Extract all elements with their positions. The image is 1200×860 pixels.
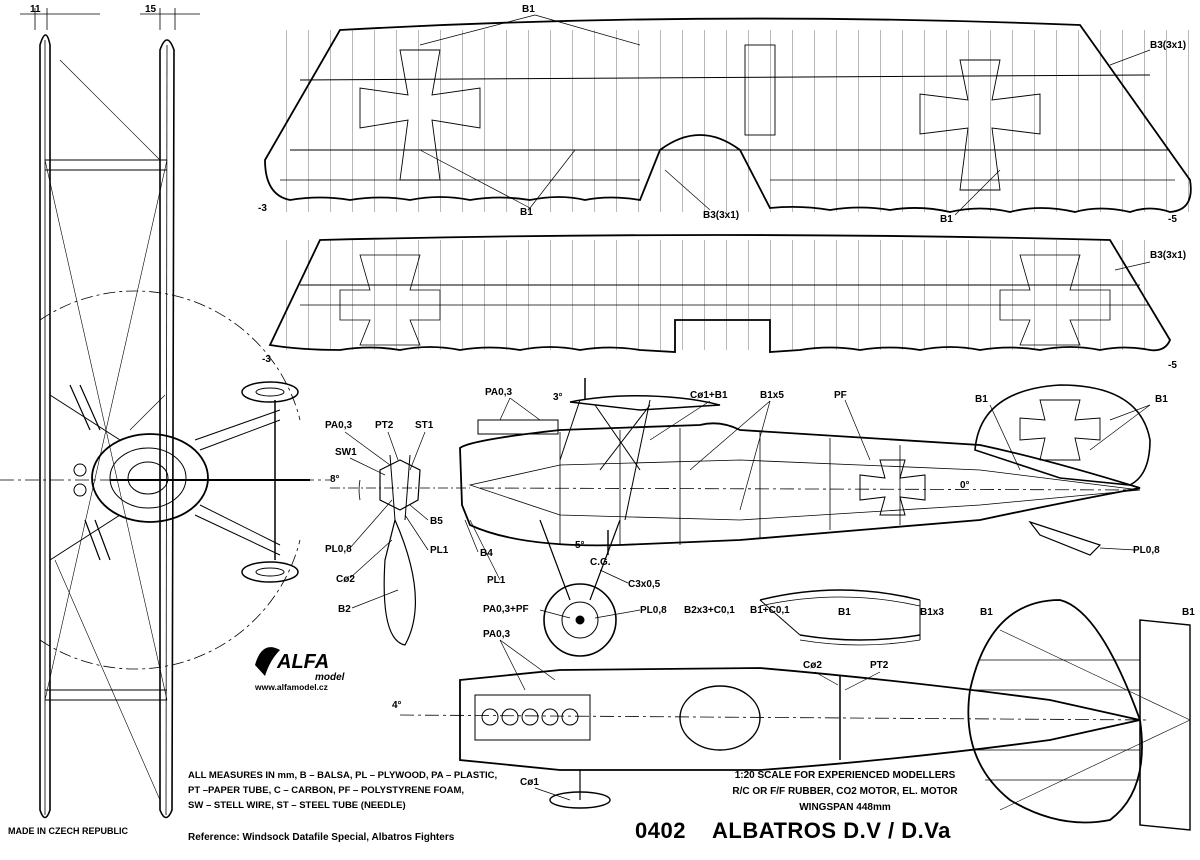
lw-angle-left: -3 xyxy=(262,354,271,365)
side-label-b1x5: B1x5 xyxy=(760,390,784,401)
side-label-b1b: B1 xyxy=(1155,394,1168,405)
strut-detail xyxy=(759,589,921,646)
plan-number: 0402 xyxy=(635,818,686,843)
uw-label-b3-center: B3(3x1) xyxy=(703,210,739,221)
nose-label-pl1: PL1 xyxy=(430,545,449,556)
uw-angle-right: -5 xyxy=(1168,214,1177,225)
front-view xyxy=(0,8,330,819)
legend-line-1: ALL MEASURES IN mm, B – BALSA, PL – PLYW… xyxy=(188,770,498,781)
side-label-pl08-wheel: PL0,8 xyxy=(640,605,667,616)
top-label-pt2: PT2 xyxy=(870,660,889,671)
side-view-labels: PA0,3 3° Cø1+B1 B1x5 PF B1 B1 0° 5° C.G.… xyxy=(480,387,1168,616)
legend-block: ALL MEASURES IN mm, B – BALSA, PL – PLYW… xyxy=(188,768,497,813)
spec-line-1: 1:20 SCALE FOR EXPERIENCED MODELLERS xyxy=(734,770,956,781)
top-label-c1: Cø1 xyxy=(520,777,539,788)
logo-url: www.alfamodel.cz xyxy=(254,682,328,692)
uw-label-b1-left: B1 xyxy=(520,207,533,218)
side-label-c1b1: Cø1+B1 xyxy=(690,390,728,401)
upper-wing xyxy=(264,17,1192,213)
lw-label-b3: B3(3x1) xyxy=(1150,250,1186,261)
nose-label-pl08: PL0,8 xyxy=(325,544,352,555)
side-label-pl08-tail: PL0,8 xyxy=(1133,545,1160,556)
side-label-5deg: 5° xyxy=(575,540,585,551)
nose-label-sw1: SW1 xyxy=(335,447,357,458)
alfa-logo: ALFA model www.alfamodel.cz xyxy=(254,647,345,692)
dim-left: 11 xyxy=(30,4,41,15)
nose-label-st1: ST1 xyxy=(415,420,434,431)
top-view-labels: PA0,3 Cø2 PT2 Cø1 4° xyxy=(392,629,889,788)
made-in-label: MADE IN CZECH REPUBLIC xyxy=(8,826,129,836)
strut-labels: B2x3+C0,1 B1+C0,1 B1 B1x3 xyxy=(684,605,944,618)
nose-label-pt2: PT2 xyxy=(375,420,394,431)
lw-angle-right: -5 xyxy=(1168,360,1177,371)
nose-label-c2: Cø2 xyxy=(336,574,355,585)
tailplane xyxy=(967,599,1191,831)
top-angle: 4° xyxy=(392,700,402,711)
tailplane-labels: B1 B1 xyxy=(980,607,1195,618)
tail-label-b1-left: B1 xyxy=(980,607,993,618)
side-label-c3x05: C3x0,5 xyxy=(628,579,661,590)
side-label-pa03pf: PA0,3+PF xyxy=(483,604,529,615)
logo-name: ALFA xyxy=(276,651,329,673)
uw-label-b1-top: B1 xyxy=(522,4,535,15)
side-label-pl1: PL1 xyxy=(487,575,506,586)
spec-line-3: WINGSPAN 448mm xyxy=(799,802,891,813)
uw-label-b1-right: B1 xyxy=(940,214,953,225)
plan-title: ALBATROS D.V / D.Va xyxy=(712,818,951,843)
strut-label-b1c01: B1+C0,1 xyxy=(750,605,790,616)
dim-right: 15 xyxy=(145,4,157,15)
side-label-0deg: 0° xyxy=(960,480,970,491)
nose-label-b2: B2 xyxy=(338,604,351,615)
top-label-pa03: PA0,3 xyxy=(483,629,510,640)
strut-label-b2x3: B2x3+C0,1 xyxy=(684,605,735,616)
uw-label-b3-right: B3(3x1) xyxy=(1150,40,1186,51)
nose-angle: 8° xyxy=(330,474,340,485)
lower-wing xyxy=(268,234,1172,353)
strut-label-b1: B1 xyxy=(838,607,851,618)
nose-labels: PA0,3 PT2 ST1 SW1 PL0,8 B5 PL1 Cø2 B2 8° xyxy=(325,420,449,615)
tail-label-b1-right: B1 xyxy=(1182,607,1195,618)
reference-text: Reference: Windsock Datafile Special, Al… xyxy=(188,832,455,843)
side-label-b1a: B1 xyxy=(975,394,988,405)
nose-label-b5: B5 xyxy=(430,516,443,527)
side-label-pa03: PA0,3 xyxy=(485,387,512,398)
strut-label-b1x3: B1x3 xyxy=(920,607,944,618)
spec-line-2: R/C OR F/F RUBBER, CO2 MOTOR, EL. MOTOR xyxy=(732,786,958,797)
legend-line-2: PT –PAPER TUBE, C – CARBON, PF – POLYSTY… xyxy=(188,785,465,796)
side-view xyxy=(459,378,1151,657)
logo-sub: model xyxy=(315,672,345,683)
legend-line-3: SW – STELL WIRE, ST – STEEL TUBE (NEEDLE… xyxy=(188,800,406,811)
side-label-3deg: 3° xyxy=(553,392,563,403)
spec-block: 1:20 SCALE FOR EXPERIENCED MODELLERS R/C… xyxy=(700,768,990,816)
top-label-c2: Cø2 xyxy=(803,660,822,671)
side-label-cg: C.G. xyxy=(590,557,611,568)
side-label-pf: PF xyxy=(834,390,847,401)
uw-angle-left: -3 xyxy=(258,203,267,214)
nose-label-pa03: PA0,3 xyxy=(325,420,352,431)
lower-wing-labels: B3(3x1) -3 -5 xyxy=(262,250,1186,371)
upper-wing-labels: B1 B3(3x1) B1 B1 B3(3x1) -3 -5 xyxy=(258,4,1186,225)
top-view xyxy=(399,667,1151,809)
